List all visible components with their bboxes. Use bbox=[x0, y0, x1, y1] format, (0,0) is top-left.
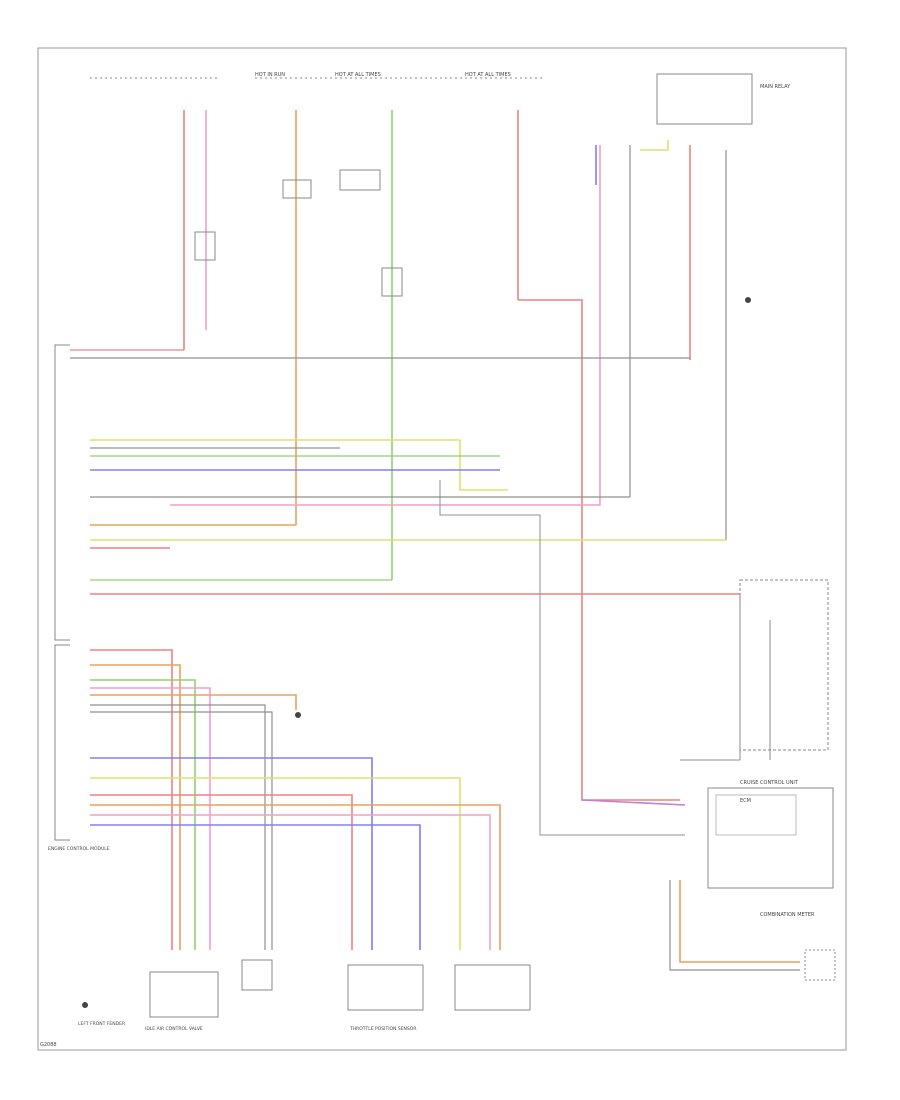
wire-gray-meter bbox=[669, 880, 800, 971]
label-ecm: ECM bbox=[740, 798, 751, 804]
box-throttle-sensor bbox=[347, 964, 424, 1011]
symbol-ground-3 bbox=[745, 297, 751, 303]
wire-gray-low-3 bbox=[439, 480, 685, 836]
main-relay-box bbox=[656, 73, 753, 125]
label-throttle-position-sensor: THROTTLE POSITION SENSOR bbox=[349, 1026, 416, 1032]
symbol-relay-3 bbox=[381, 267, 403, 297]
symbol-relay-2 bbox=[339, 169, 381, 191]
label-combination-meter: COMBINATION METER bbox=[760, 912, 815, 918]
box-cruise-control-unit bbox=[707, 787, 834, 889]
wire-orange-low-3 bbox=[90, 804, 501, 950]
label-hot-at-all-times: HOT AT ALL TIMES bbox=[335, 72, 381, 78]
wire-blue-low-1 bbox=[90, 757, 373, 950]
ecm-bracket-top bbox=[54, 344, 70, 641]
wire-pink-low-1 bbox=[90, 687, 211, 950]
box-sensor-2 bbox=[454, 964, 531, 1011]
box-cruise-inner bbox=[715, 794, 797, 836]
box-idle-air-control bbox=[149, 971, 219, 1018]
label-left-front-fender: LEFT FRONT FENDER bbox=[78, 1021, 125, 1027]
box-connector-1 bbox=[241, 959, 273, 991]
box-cruise-switch bbox=[739, 579, 829, 751]
bus-yellow-1b bbox=[459, 440, 508, 491]
wire-green-low-1 bbox=[90, 679, 196, 950]
label-hot-at-all-times-2: HOT AT ALL TIMES bbox=[465, 72, 511, 78]
wire-violet-1 bbox=[581, 799, 686, 806]
wire-blue-low-2 bbox=[90, 824, 421, 950]
wire-yellow-low-1 bbox=[90, 777, 461, 950]
wire-gray-low-2 bbox=[90, 711, 273, 950]
label-main-relay: MAIN RELAY bbox=[760, 84, 791, 90]
wire-pink-low-2 bbox=[90, 814, 491, 950]
wire-pink-2 bbox=[170, 145, 601, 506]
diagram-frame bbox=[37, 47, 847, 1051]
label-cruise-control-unit: CRUISE CONTROL UNIT bbox=[740, 780, 799, 786]
wire-red-low-1 bbox=[90, 649, 173, 950]
symbol-relay-4 bbox=[194, 231, 216, 261]
symbol-ground-1 bbox=[295, 712, 301, 718]
wire-orange-low-2 bbox=[90, 694, 297, 710]
symbol-ground-2 bbox=[82, 1002, 88, 1008]
wire-red-2b bbox=[518, 299, 680, 801]
ecm-bracket-bottom bbox=[54, 644, 70, 841]
wire-orange-meter bbox=[679, 880, 800, 963]
wire-gray-low-1 bbox=[90, 704, 266, 950]
wire-red-low-2 bbox=[90, 794, 353, 950]
wire-orange-low-1 bbox=[90, 664, 181, 950]
label-idle-air-control: IDLE AIR CONTROL VALVE bbox=[145, 1026, 203, 1032]
box-combination-meter bbox=[804, 949, 836, 981]
label-engine-control-module: ENGINE CONTROL MODULE bbox=[48, 846, 110, 852]
wire-yellow-1 bbox=[640, 140, 669, 151]
symbol-relay-1 bbox=[282, 179, 312, 199]
label-hot-in-run: HOT IN RUN bbox=[255, 72, 285, 78]
footer-code: G2088 bbox=[40, 1042, 57, 1048]
